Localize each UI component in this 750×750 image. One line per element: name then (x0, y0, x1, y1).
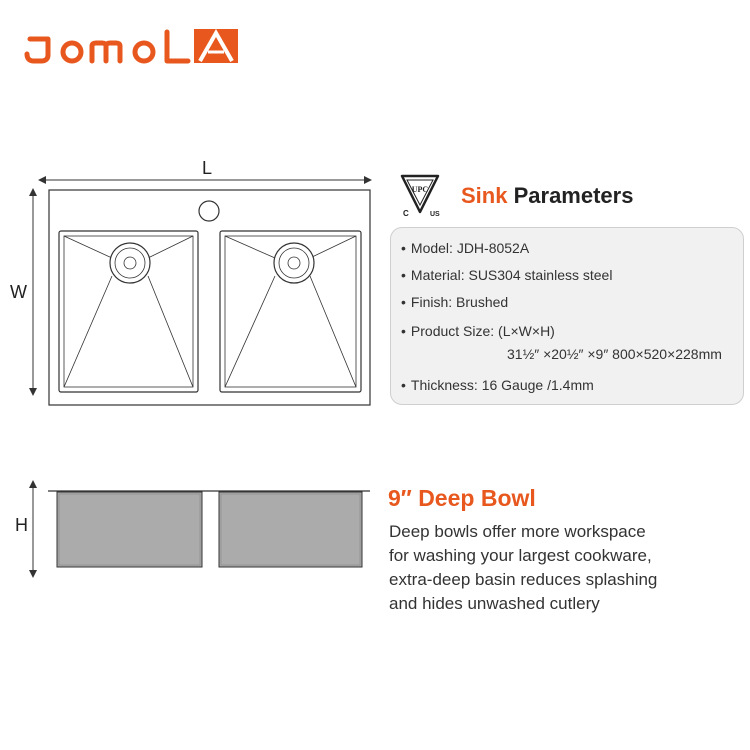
parameters-panel: •Model: JDH-8052A •Material: SUS304 stai… (390, 227, 744, 405)
width-label: W (10, 282, 27, 302)
c-mark-text: C (403, 209, 409, 218)
brand-logo-mark (24, 28, 238, 64)
deep-bowl-title: 9″ Deep Bowl (388, 485, 536, 511)
param-product-size-value: 31½″ ×20½″ ×9″ 800×520×228mm (507, 346, 722, 362)
deep-bowl-description-line: extra-deep basin reduces splashing (389, 570, 658, 589)
parameters-heading-accent: Sink (461, 183, 508, 208)
deep-bowl-description-line: for washing your largest cookware, (389, 546, 652, 565)
param-material: •Material: SUS304 stainless steel (401, 267, 613, 283)
right-basin (219, 230, 362, 393)
length-label: L (202, 158, 213, 178)
faucet-hole (198, 200, 220, 222)
param-thickness: •Thickness: 16 Gauge /1.4mm (401, 377, 594, 393)
sink-top-view-diagram (29, 176, 372, 406)
param-model: •Model: JDH-8052A (401, 240, 530, 256)
parameters-heading-rest: Parameters (513, 183, 634, 208)
deep-bowl-description-line: Deep bowls offer more workspace (389, 522, 646, 541)
brand-logo: Jomola (22, 24, 244, 73)
upc-certification-icon: UPC C US (396, 172, 444, 225)
param-finish: •Finish: Brushed (401, 294, 509, 310)
param-product-size: •Product Size: (L×W×H) (401, 323, 555, 339)
sink-side-view-diagram (29, 480, 370, 578)
deep-bowl-description-line: and hides unwashed cutlery (389, 594, 600, 613)
height-label: H (15, 515, 28, 535)
us-mark-text: US (430, 211, 440, 218)
parameters-heading: Sink Parameters (461, 183, 633, 209)
left-basin (58, 230, 199, 393)
upc-mark-text: UPC (412, 185, 429, 194)
